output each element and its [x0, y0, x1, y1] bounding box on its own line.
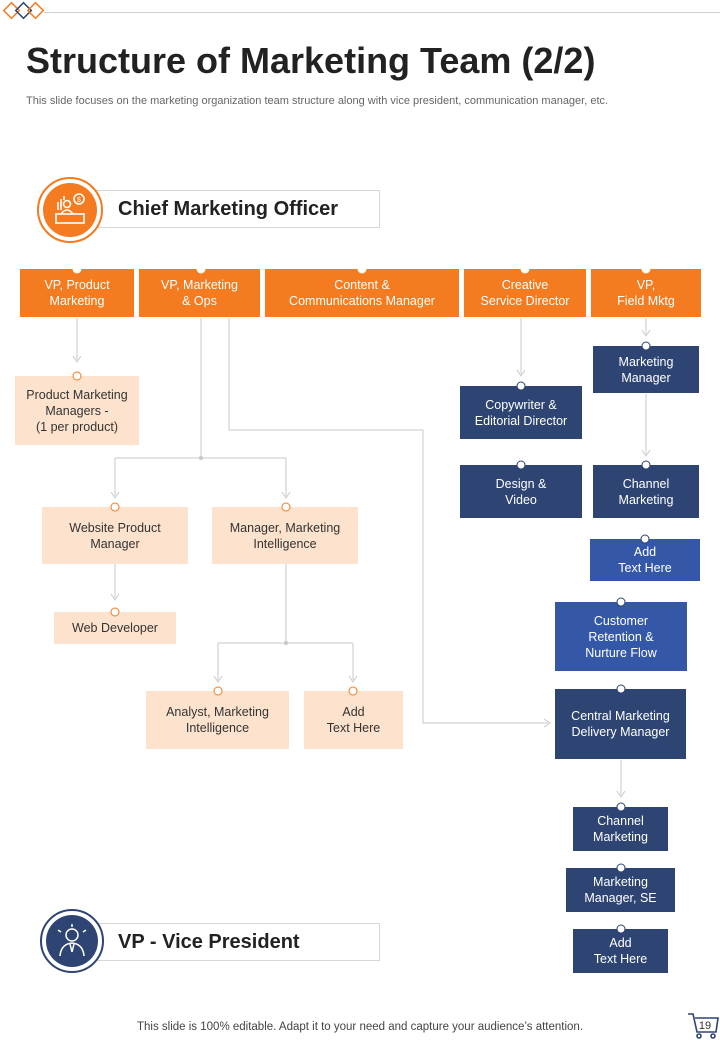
node-marketing-manager-se: Marketing Manager, SE: [566, 868, 675, 912]
top-divider: [44, 12, 720, 13]
connector-dot: [72, 264, 82, 274]
node-web-developer: Web Developer: [54, 612, 176, 644]
connector-dot: [641, 341, 651, 351]
connector-dot: [357, 264, 367, 274]
node-central-marketing-delivery-manager: Central Marketing Delivery Manager: [555, 689, 686, 759]
node-channel-marketing-2: Channel Marketing: [573, 807, 668, 851]
connector-dot: [520, 264, 530, 274]
node-customer-retention-nurture-flow: Customer Retention & Nurture Flow: [555, 602, 687, 671]
cmo-label: Chief Marketing Officer: [118, 197, 339, 220]
node-marketing-manager: Marketing Manager: [593, 346, 699, 393]
connector-dot: [616, 597, 626, 607]
connector-dot: [616, 863, 626, 873]
node-vp-product-marketing: VP, Product Marketing: [20, 269, 134, 317]
diamond-decoration-icon: [2, 1, 45, 20]
connector-dot: [616, 924, 626, 934]
connector-dot: [196, 264, 206, 274]
cmo-icon-ring: $: [37, 177, 103, 243]
node-analyst-marketing-intelligence: Analyst, Marketing Intelligence: [146, 691, 289, 749]
businessman-icon: [46, 915, 98, 967]
svg-text:$: $: [77, 197, 81, 204]
page-number: 19: [698, 1020, 712, 1032]
node-manager-marketing-intelligence: Manager, Marketing Intelligence: [212, 507, 358, 564]
node-website-product-manager: Website Product Manager: [42, 507, 188, 564]
connector-dot: [281, 502, 291, 512]
page-subtitle: This slide focuses on the marketing orga…: [26, 95, 609, 107]
connector-dot: [616, 802, 626, 812]
connector-dot: [72, 371, 82, 381]
connector-dot: [516, 460, 526, 470]
node-design-video: Design & Video: [460, 465, 582, 518]
node-add-text-peach: Add Text Here: [304, 691, 403, 749]
footer-note: This slide is 100% editable. Adapt it to…: [136, 1021, 584, 1033]
node-add-text-blue-2: Add Text Here: [573, 929, 668, 973]
node-content-communications-manager: Content & Communications Manager: [265, 269, 459, 317]
connector-dot: [641, 264, 651, 274]
node-vp-marketing-ops: VP, Marketing & Ops: [139, 269, 260, 317]
executive-desk-icon: $: [43, 183, 97, 237]
connector-dot: [213, 686, 223, 696]
vp-icon-ring: [40, 909, 104, 973]
shopping-cart-icon: [688, 1013, 719, 1039]
vp-label: VP - Vice President: [118, 930, 300, 953]
node-product-marketing-managers: Product Marketing Managers - (1 per prod…: [15, 376, 139, 445]
node-channel-marketing-1: Channel Marketing: [593, 465, 699, 518]
cmo-header: Chief Marketing Officer: [95, 190, 380, 228]
connector-dot: [348, 686, 358, 696]
vp-header: VP - Vice President: [95, 923, 380, 961]
connector-dot: [640, 534, 650, 544]
connector-dot: [641, 460, 651, 470]
page-title: Structure of Marketing Team (2/2): [26, 40, 596, 81]
connector-dot: [516, 381, 526, 391]
node-creative-service-director: Creative Service Director: [464, 269, 586, 317]
node-vp-field-mktg: VP, Field Mktg: [591, 269, 701, 317]
node-add-text-blue-1: Add Text Here: [590, 539, 700, 581]
connector-dot: [616, 684, 626, 694]
connector-dot: [110, 502, 120, 512]
connector-dot: [110, 607, 120, 617]
node-copywriter-editorial-director: Copywriter & Editorial Director: [460, 386, 582, 439]
